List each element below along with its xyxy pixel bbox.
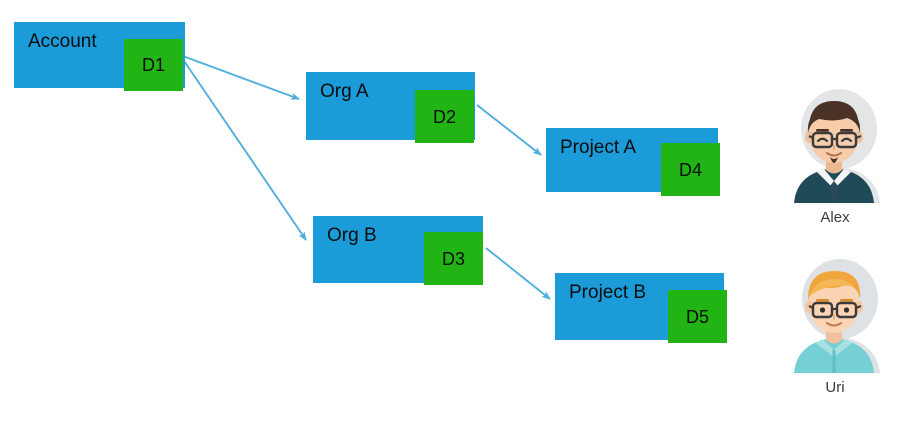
badge-d3[interactable]: D3 — [424, 232, 483, 285]
node-org-b-label: Org B — [327, 225, 377, 246]
node-org-a[interactable]: Org A D2 — [306, 72, 475, 143]
badge-d4[interactable]: D4 — [661, 143, 720, 196]
person-uri[interactable]: Uri — [770, 255, 900, 397]
man-blond-with-glasses-avatar — [794, 259, 880, 373]
person-alex[interactable]: Alex — [770, 85, 900, 227]
badge-d1[interactable]: D1 — [124, 39, 183, 91]
edge-org-a-to-project-a — [476, 104, 542, 156]
badge-d2[interactable]: D2 — [415, 90, 474, 143]
person-uri-name: Uri — [825, 379, 845, 396]
person-alex-name: Alex — [820, 209, 850, 226]
node-project-a-label: Project A — [560, 137, 637, 158]
edge-org-b-to-project-b — [485, 247, 551, 300]
edge-account-to-org-a — [179, 54, 300, 100]
node-account-label: Account — [28, 31, 97, 52]
node-org-b[interactable]: Org B D3 — [313, 216, 483, 285]
node-project-b[interactable]: Project B D5 — [555, 273, 727, 343]
edge-account-to-org-b — [179, 54, 307, 241]
avatar-uri — [776, 255, 894, 373]
badge-d5[interactable]: D5 — [668, 290, 727, 343]
badge-d4-label: D4 — [678, 159, 702, 180]
avatar-alex — [776, 85, 894, 203]
node-project-b-label: Project B — [569, 282, 647, 303]
node-account[interactable]: Account D1 — [14, 22, 185, 91]
node-org-a-label: Org A — [320, 81, 369, 102]
badge-d5-label: D5 — [685, 306, 709, 327]
badge-d2-label: D2 — [432, 106, 456, 127]
man-with-glasses-avatar — [794, 89, 880, 203]
badge-d1-label: D1 — [141, 55, 165, 75]
badge-d3-label: D3 — [441, 248, 465, 269]
node-project-a[interactable]: Project A D4 — [546, 128, 720, 196]
